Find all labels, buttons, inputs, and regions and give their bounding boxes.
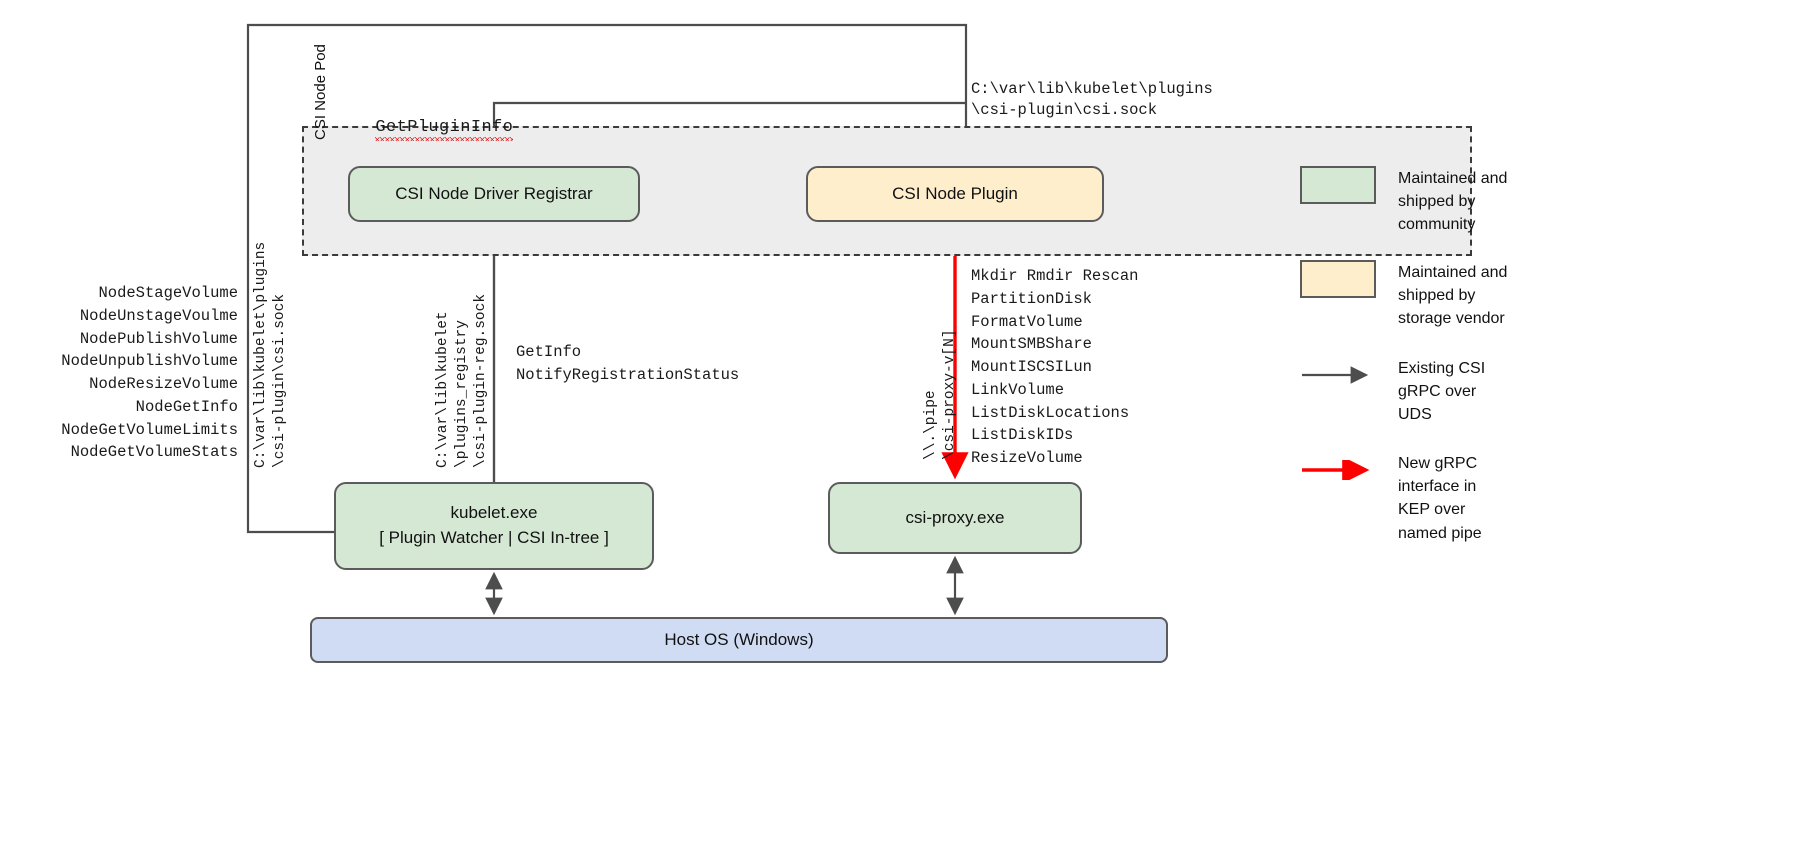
legend-arrow-icon [1300,356,1376,394]
csi-proxy-rpc-item: ListDiskIDs [971,426,1074,445]
legend-row: Existing CSI gRPC over UDS [1300,356,1485,427]
get-plugin-info-text: GetPluginInfo [375,118,514,141]
csi-proxy-rpc-item: ResizeVolume [971,449,1083,468]
node-rpc-item: NodeUnpublishVolume [61,352,238,371]
node-box-csi-node-plugin[interactable]: CSI Node Plugin [806,166,1104,222]
csi-proxy-rpc-item: Mkdir Rmdir Rescan [971,267,1139,285]
csi-proxy-rpc-item: PartitionDisk [971,289,1092,308]
node-box-host-os[interactable]: Host OS (Windows) [310,617,1168,663]
csi-proxy-rpc-item: FormatVolume [971,312,1083,331]
legend-label: Maintained and shipped by community [1398,170,1508,234]
uds-csi-sock-path-label: C:\var\lib\kubelet\plugins \csi-plugin\c… [253,241,289,468]
csi-plugin-socket-path-label: C:\var\lib\kubelet\plugins \csi-plugin\c… [971,80,1213,119]
uds-registration-sock-path-label: C:\var\lib\kubelet \plugins_registry \cs… [435,293,490,468]
kubelet-exe-sublabel: [ Plugin Watcher | CSI In-tree ] [379,528,609,547]
host-os-label: Host OS (Windows) [664,629,814,649]
named-pipe-path-label: \\.\pipe \csi-proxy-v[N] [923,329,959,460]
node-box-csi-node-driver-registrar[interactable]: CSI Node Driver Registrar [348,166,640,222]
csi-node-driver-registrar-label: CSI Node Driver Registrar [395,183,593,203]
legend-row: Maintained and shipped by community [1300,166,1507,237]
node-rpc-item: NodeGetVolumeStats [70,443,238,462]
legend-row: New gRPC interface in KEP over named pip… [1300,451,1482,545]
legend-row: Maintained and shipped by storage vendor [1300,260,1507,331]
legend-label: Maintained and shipped by storage vendor [1398,264,1508,328]
kubelet-exe-label: kubelet.exe [450,503,538,523]
csi-proxy-rpc-item: ListDiskLocations [971,403,1130,422]
legend-color-swatch [1300,166,1376,204]
csi-proxy-rpc-item: LinkVolume [971,380,1065,399]
legend-label: Existing CSI gRPC over UDS [1398,360,1486,424]
node-rpc-item: NodePublishVolume [79,329,238,348]
registration-calls-label: GetInfo NotifyRegistrationStatus [516,343,740,384]
node-box-csi-proxy-exe[interactable]: csi-proxy.exe [828,482,1082,554]
csi-proxy-rpc-item: MountISCSILun [971,358,1092,377]
node-box-kubelet-exe[interactable]: kubelet.exe [ Plugin Watcher | CSI In-tr… [334,482,654,570]
csi-node-plugin-label: CSI Node Plugin [892,183,1018,203]
node-rpc-item: NodeUnstageVoulme [79,306,238,325]
node-rpc-item: NodeGetInfo [135,397,238,416]
legend-color-swatch [1300,260,1376,298]
csi-proxy-rpc-item: MountSMBShare [971,335,1092,354]
node-rpc-item: NodeGetVolumeLimits [61,420,238,439]
node-rpc-item: NodeResizeVolume [89,375,238,394]
legend-arrow-icon [1300,451,1376,489]
node-rpc-item: NodeStageVolume [98,284,238,302]
csi-proxy-exe-label: csi-proxy.exe [905,507,1005,527]
legend-label: New gRPC interface in KEP over named pip… [1398,455,1482,542]
get-plugin-info-label: GetPluginInfo [333,99,514,156]
csi-node-pod-label: CSI Node Pod [312,44,329,140]
